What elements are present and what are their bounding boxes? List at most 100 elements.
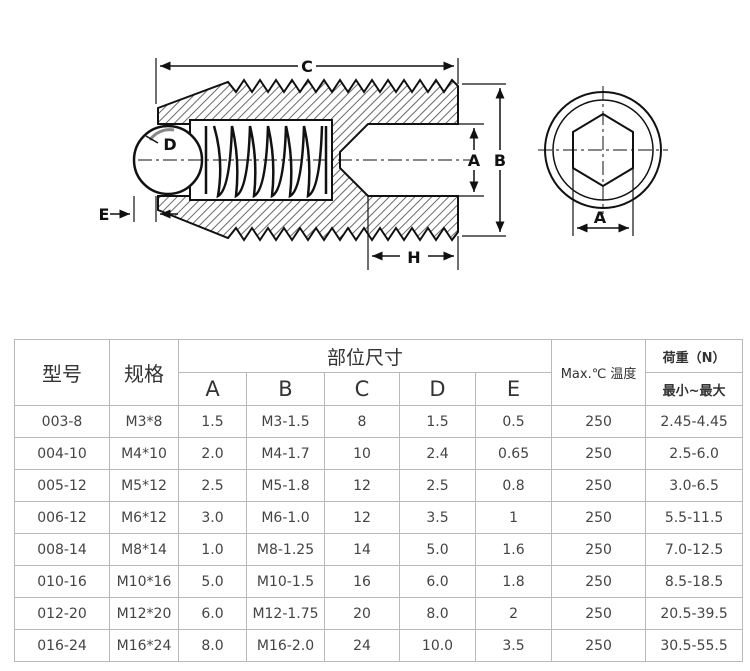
cell-model: 005-12 — [14, 469, 110, 502]
header-col-b: B — [246, 372, 325, 406]
cell-max-temp: 250 — [551, 533, 647, 566]
cell-load: 3.0-6.5 — [645, 469, 744, 502]
cell-load: 8.5-18.5 — [645, 565, 744, 598]
cell-c: 8 — [324, 405, 400, 438]
cell-spec: M12*20 — [109, 597, 179, 630]
cell-c: 16 — [324, 565, 400, 598]
cell-b: M8-1.25 — [246, 533, 325, 566]
cell-load: 2.5-6.0 — [645, 437, 744, 470]
cell-max-temp: 250 — [551, 437, 647, 470]
cell-max-temp: 250 — [551, 629, 647, 662]
cell-model: 016-24 — [14, 629, 110, 662]
cell-max-temp: 250 — [551, 501, 647, 534]
cell-load: 20.5-39.5 — [645, 597, 744, 630]
cell-c: 12 — [324, 469, 400, 502]
cell-c: 20 — [324, 597, 400, 630]
cell-d: 2.5 — [399, 469, 476, 502]
header-model: 型号 — [14, 339, 110, 406]
cell-d: 1.5 — [399, 405, 476, 438]
cell-b: M3-1.5 — [246, 405, 325, 438]
label-b: B — [494, 151, 506, 170]
dimension-e: E — [99, 196, 178, 224]
dimension-d: D — [145, 135, 177, 154]
cell-spec: M6*12 — [109, 501, 179, 534]
cell-d: 2.4 — [399, 437, 476, 470]
cell-a: 2.5 — [178, 469, 247, 502]
header-col-a: A — [178, 372, 247, 406]
dimension-h: H — [367, 196, 459, 270]
cell-spec: M8*14 — [109, 533, 179, 566]
cell-b: M12-1.75 — [246, 597, 325, 630]
cell-max-temp: 250 — [551, 565, 647, 598]
cell-b: M6-1.0 — [246, 501, 325, 534]
label-d: D — [163, 135, 176, 154]
cell-d: 10.0 — [399, 629, 476, 662]
cell-a: 1.5 — [178, 405, 247, 438]
cell-model: 008-14 — [14, 533, 110, 566]
cell-a: 6.0 — [178, 597, 247, 630]
cell-model: 006-12 — [14, 501, 110, 534]
header-row-1: 型号 规格 部位尺寸 Max.℃ 温度 荷重（N） — [14, 339, 744, 406]
cell-load: 5.5-11.5 — [645, 501, 744, 534]
dimension-a: A — [458, 123, 484, 197]
cell-spec: M10*16 — [109, 565, 179, 598]
cell-b: M4-1.7 — [246, 437, 325, 470]
cell-a: 2.0 — [178, 437, 247, 470]
cell-c: 12 — [324, 501, 400, 534]
cell-a: 3.0 — [178, 501, 247, 534]
cell-b: M16-2.0 — [246, 629, 325, 662]
cell-e: 0.5 — [474, 405, 553, 438]
header-max-temp: Max.℃ 温度 — [551, 339, 647, 406]
cell-spec: M3*8 — [109, 405, 179, 438]
cell-b: M10-1.5 — [246, 565, 325, 598]
technical-drawing: C D A B E H — [99, 57, 668, 270]
header-load-range: 最小~最大 — [645, 372, 744, 406]
label-e: E — [99, 205, 110, 224]
cell-d: 6.0 — [399, 565, 476, 598]
cell-e: 1 — [474, 501, 553, 534]
cell-a: 8.0 — [178, 629, 247, 662]
cell-d: 5.0 — [399, 533, 476, 566]
cell-load: 7.0-12.5 — [645, 533, 744, 566]
cell-d: 8.0 — [399, 597, 476, 630]
cell-e: 0.8 — [474, 469, 553, 502]
cell-spec: M4*10 — [109, 437, 179, 470]
cell-max-temp: 250 — [551, 405, 647, 438]
header-load: 荷重（N） — [645, 339, 744, 373]
label-a-end: A — [594, 208, 607, 227]
cell-model: 004-10 — [14, 437, 110, 470]
header-col-c: C — [324, 372, 400, 406]
dimension-b: B — [462, 83, 506, 237]
cell-e: 1.8 — [474, 565, 553, 598]
cell-e: 2 — [474, 597, 553, 630]
cell-model: 003-8 — [14, 405, 110, 438]
cell-spec: M16*24 — [109, 629, 179, 662]
spec-table: 型号 规格 部位尺寸 Max.℃ 温度 荷重（N） A B C D E 最小~最… — [14, 339, 744, 662]
dimension-c: C — [155, 57, 459, 104]
cell-e: 1.6 — [474, 533, 553, 566]
header-col-e: E — [474, 372, 553, 406]
cell-c: 14 — [324, 533, 400, 566]
header-spec: 规格 — [109, 339, 179, 406]
cell-b: M5-1.8 — [246, 469, 325, 502]
label-c: C — [301, 57, 313, 76]
cell-a: 5.0 — [178, 565, 247, 598]
cell-max-temp: 250 — [551, 597, 647, 630]
cell-a: 1.0 — [178, 533, 247, 566]
cell-c: 24 — [324, 629, 400, 662]
cell-load: 2.45-4.45 — [645, 405, 744, 438]
cell-model: 012-20 — [14, 597, 110, 630]
cell-max-temp: 250 — [551, 469, 647, 502]
cell-model: 010-16 — [14, 565, 110, 598]
cell-e: 0.65 — [474, 437, 553, 470]
cell-c: 10 — [324, 437, 400, 470]
label-h: H — [407, 248, 420, 267]
cell-e: 3.5 — [474, 629, 553, 662]
